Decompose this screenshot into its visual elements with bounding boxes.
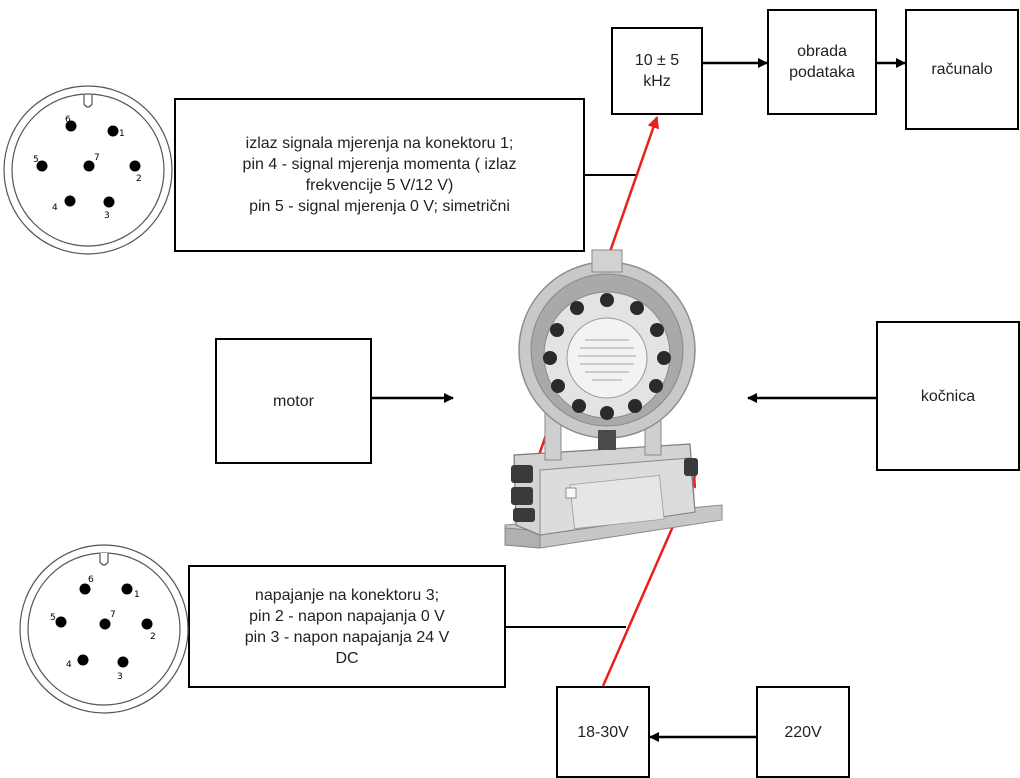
frequency-label: 10 ± 5 kHz [634,52,680,90]
c3-pin1: 1 [134,590,140,600]
c3-pin5: 5 [50,613,56,623]
c3-pin3: 3 [117,672,123,682]
c1-pin2: 2 [136,174,142,184]
c1-pin7: 7 [94,153,100,163]
power-supply-label: 18-30V [577,723,629,741]
c3-pin7: 7 [110,610,116,620]
computer-label: računalo [931,61,993,78]
connector-1-drawing: 6 1 5 7 2 4 3 [3,85,173,255]
torque-sensor-illustration [504,249,723,549]
c3-pin4: 4 [66,660,72,670]
brake-label: kočnica [920,387,976,405]
processing-block: obrada podataka [767,9,877,115]
mains-block: 220V [756,686,850,778]
connector-3-drawing: 6 1 5 7 2 4 3 [19,544,189,714]
c1-pin6: 6 [65,115,71,125]
c1-pin5: 5 [33,155,39,165]
c3-pin2: 2 [150,632,156,642]
signal-output-note: izlaz signala mjerenja na konektoru 1; p… [174,98,585,252]
c1-pin4: 4 [52,203,58,213]
brake-block: kočnica [876,321,1020,471]
computer-block: računalo [905,9,1019,130]
power-supply-text: napajanje na konektoru 3; pin 2 - napon … [244,586,450,667]
mains-label: 220V [784,723,822,741]
processing-label: obrada podataka [789,43,855,81]
motor-label: motor [273,392,314,410]
power-supply-note: napajanje na konektoru 3; pin 2 - napon … [188,565,506,688]
c3-pin6: 6 [88,575,94,585]
c1-pin3: 3 [104,211,110,221]
power-supply-block: 18-30V [556,686,650,778]
c1-pin1: 1 [119,129,125,139]
motor-block: motor [215,338,372,464]
frequency-block: 10 ± 5 kHz [611,27,703,115]
signal-output-text: izlaz signala mjerenja na konektoru 1; p… [242,135,517,215]
